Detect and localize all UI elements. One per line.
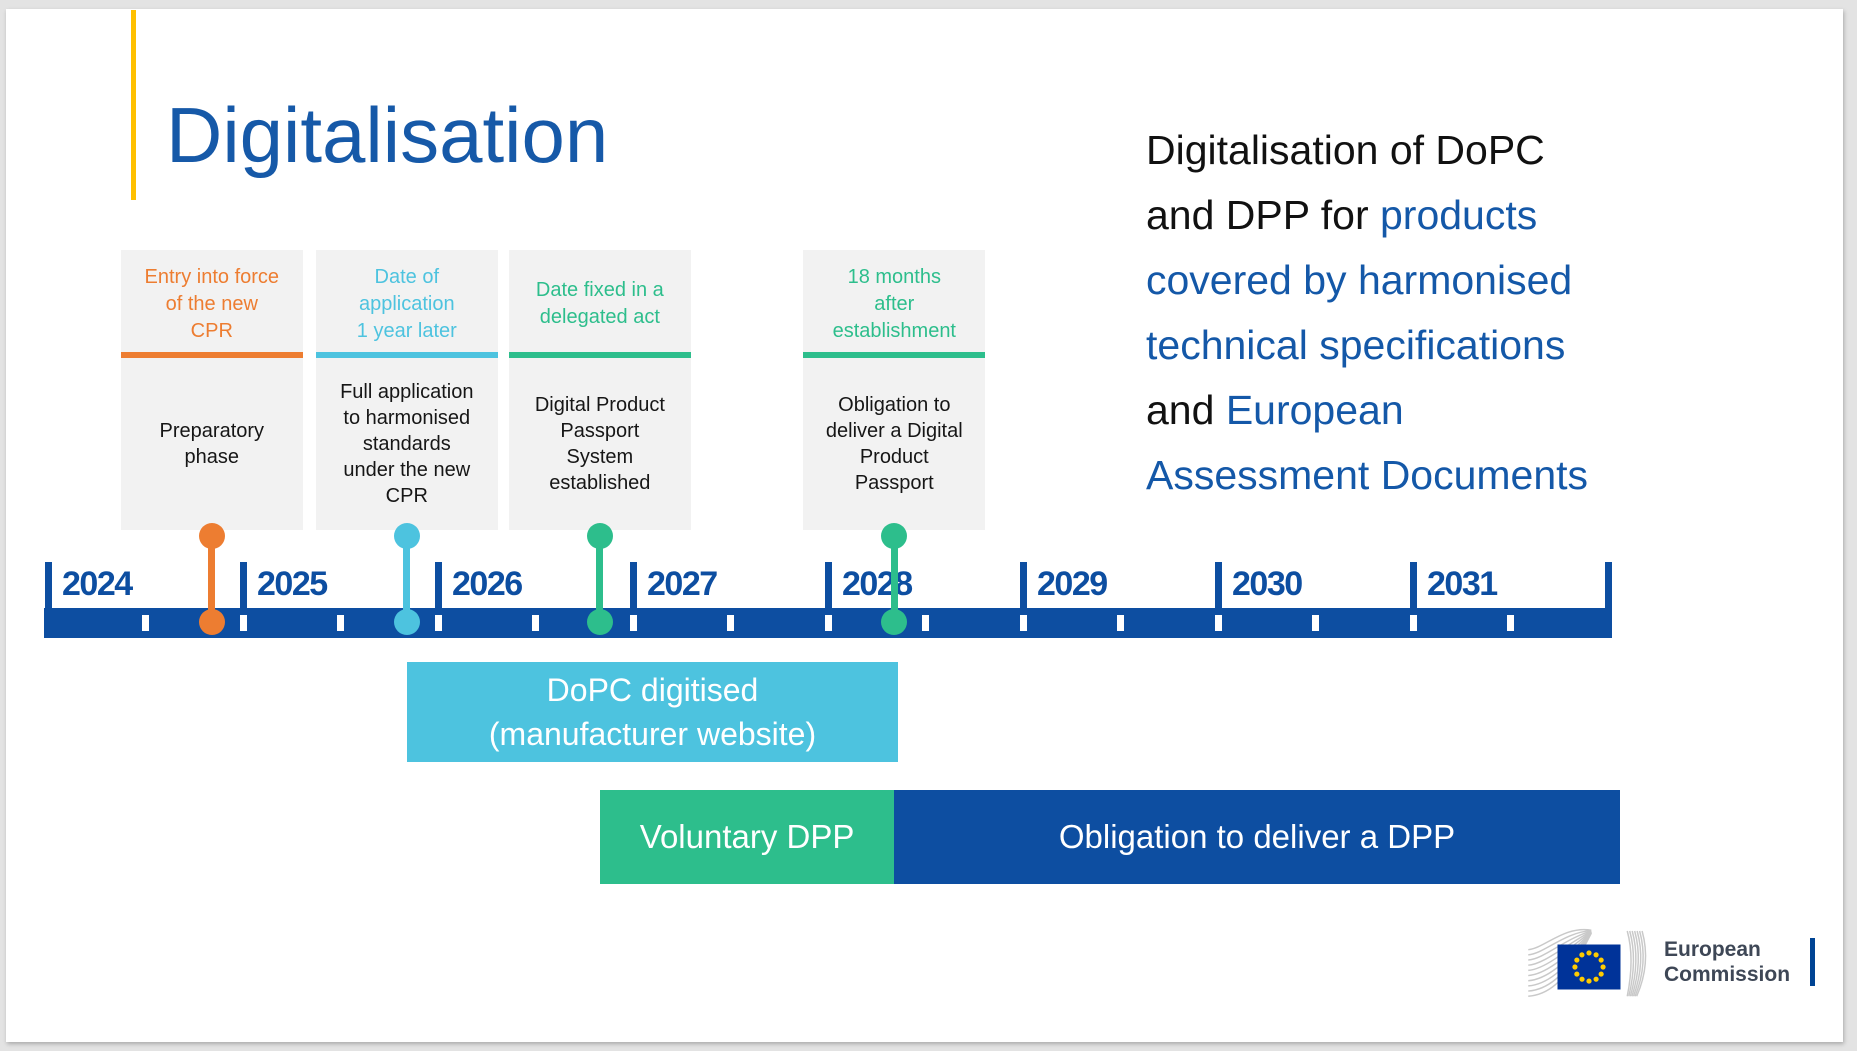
pin-stem	[890, 531, 898, 629]
year-tick	[44, 562, 52, 608]
pin-head	[198, 523, 225, 549]
half-year-tick	[434, 615, 442, 631]
half-year-tick	[1019, 615, 1027, 631]
half-year-tick	[727, 615, 734, 631]
milestone-body: Obligation to deliver a Digital Product …	[825, 394, 963, 494]
milestone-card-3: Date fixed in a delegated act Digital Pr…	[508, 250, 691, 530]
year-label: 2029	[1037, 565, 1108, 603]
pin-stem	[403, 531, 411, 629]
european-commission-logo: European Commission	[1526, 912, 1816, 1012]
milestone-card-4: 18 months after establishment Obligation…	[803, 250, 986, 530]
headline-line: technical specifications	[1146, 322, 1566, 368]
milestone-divider	[315, 352, 498, 358]
year-label: 2028	[842, 565, 913, 603]
milestone-heading: Date fixed in a delegated act	[535, 279, 664, 328]
milestone-card-2: Date of application 1 year later Full ap…	[315, 250, 498, 530]
year-label: 2027	[647, 565, 718, 603]
milestone-card-1: Entry into force of the new CPR Preparat…	[120, 250, 303, 530]
bar-label: DoPC digitised (manufacturer website)	[488, 672, 817, 752]
pin-stem	[596, 531, 604, 629]
year-tick	[239, 562, 247, 608]
milestone-divider	[120, 352, 303, 358]
pin-head	[881, 523, 908, 549]
milestone-body: Full application to harmonised standards…	[340, 381, 474, 507]
milestone-divider	[508, 352, 691, 358]
page-title: Digitalisation	[166, 91, 609, 179]
logo-text: European Commission	[1664, 938, 1791, 986]
pin-head	[393, 523, 420, 549]
milestone-heading: Date of application 1 year later	[356, 265, 457, 342]
year-tick	[1409, 562, 1417, 608]
milestone-divider	[803, 352, 986, 358]
bar-label: Obligation to deliver a DPP	[1058, 818, 1456, 855]
year-tick	[434, 562, 442, 608]
half-year-tick	[824, 615, 832, 631]
timeline-end-tick	[1604, 562, 1612, 608]
bar-voluntary-dpp: Voluntary DPP	[599, 790, 895, 884]
logo-blue-bar	[1810, 938, 1816, 986]
half-year-tick	[1214, 615, 1222, 631]
milestone-body: Digital Product Passport System establis…	[534, 394, 665, 494]
title-accent-bar	[131, 10, 136, 200]
pin-stem	[208, 531, 216, 629]
year-label: 2031	[1427, 565, 1498, 603]
headline-line: Assessment Documents	[1146, 452, 1589, 498]
half-year-tick	[1507, 615, 1514, 631]
headline-line: Digitalisation of DoPC	[1146, 127, 1545, 173]
year-label: 2025	[257, 565, 328, 603]
half-year-tick	[239, 615, 247, 631]
year-tick	[1019, 562, 1027, 608]
headline-line: and European	[1146, 387, 1404, 433]
half-year-tick	[1409, 615, 1417, 631]
bar-obligation-dpp: Obligation to deliver a DPP	[894, 790, 1620, 884]
milestone-pin-3	[586, 523, 613, 637]
year-tick	[1214, 562, 1222, 608]
pin-dot	[198, 609, 225, 635]
half-year-tick	[1312, 615, 1319, 631]
half-year-tick	[142, 615, 149, 631]
pin-dot	[586, 609, 613, 635]
milestone-pin-4	[881, 523, 908, 637]
milestone-heading: 18 months after establishment	[832, 265, 956, 342]
headline: Digitalisation of DoPC and DPP for produc…	[1146, 118, 1806, 508]
half-year-tick	[1117, 615, 1124, 631]
half-year-tick	[922, 615, 929, 631]
year-label: 2026	[452, 565, 523, 603]
year-label: 2030	[1232, 565, 1303, 603]
milestone-pin-2	[393, 523, 420, 637]
eu-flag-icon	[1528, 928, 1647, 997]
bar-label: Voluntary DPP	[639, 818, 855, 855]
half-year-tick	[532, 615, 539, 631]
bar-dopc: DoPC digitised (manufacturer website)	[406, 662, 899, 762]
year-tick	[629, 562, 637, 608]
year-label: 2024	[62, 565, 133, 603]
milestone-heading: Entry into force of the new CPR	[144, 265, 280, 342]
pin-dot	[881, 609, 908, 635]
headline-line: and DPP for products	[1146, 192, 1538, 238]
pin-dot	[393, 609, 420, 635]
pin-head	[586, 523, 613, 549]
milestone-pin-1	[198, 523, 225, 637]
milestone-body: Preparatory phase	[159, 420, 265, 468]
headline-line: covered by harmonised	[1146, 257, 1573, 303]
half-year-tick	[337, 615, 344, 631]
half-year-tick	[629, 615, 637, 631]
year-tick	[824, 562, 832, 608]
